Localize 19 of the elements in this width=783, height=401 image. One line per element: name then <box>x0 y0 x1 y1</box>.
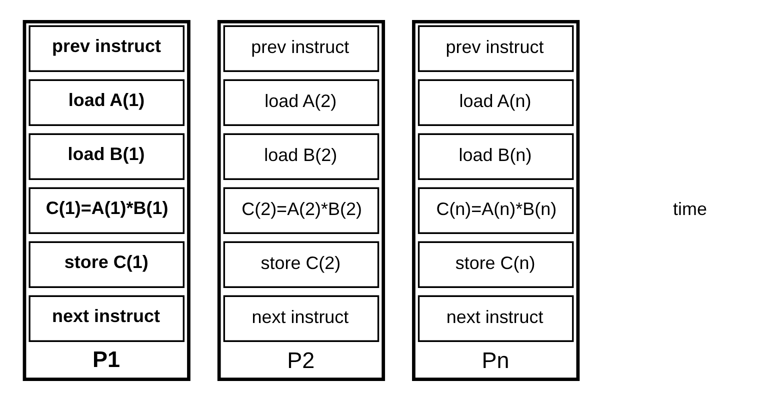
node-box: next instruct <box>28 295 185 342</box>
node-box: next instruct <box>223 295 380 342</box>
node-box: load A(n) <box>418 79 574 126</box>
node-box: C(1)=A(1)*B(1) <box>28 187 185 234</box>
node-box: load A(1) <box>28 79 185 126</box>
node-box: C(n)=A(n)*B(n) <box>418 187 574 234</box>
node-box: store C(n) <box>418 241 574 288</box>
node-box: store C(2) <box>223 241 380 288</box>
label: time <box>673 198 707 219</box>
node-box: load A(2) <box>223 79 380 126</box>
node-box: store C(1) <box>28 241 185 288</box>
node-box: prev instruct <box>28 25 185 72</box>
node-box: load B(n) <box>418 133 574 180</box>
node-box: prev instruct <box>223 25 380 72</box>
node-box: prev instruct <box>418 25 574 72</box>
node-box: load B(2) <box>223 133 380 180</box>
node-box: C(2)=A(2)*B(2) <box>223 187 380 234</box>
node-box: next instruct <box>418 295 574 342</box>
node-box: load B(1) <box>28 133 185 180</box>
